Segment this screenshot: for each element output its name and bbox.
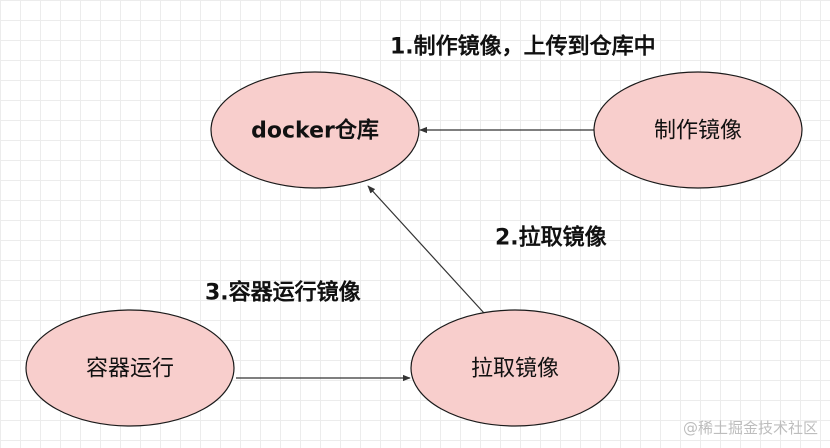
node-make-image-label: 制作镜像: [654, 119, 742, 144]
step-1-label: 1.制作镜像，上传到仓库中: [390, 34, 656, 60]
node-run-container-label: 容器运行: [86, 357, 174, 382]
node-pull-image: 拉取镜像: [410, 309, 620, 427]
node-make-image: 制作镜像: [593, 71, 803, 189]
step-3-label: 3.容器运行镜像: [205, 280, 362, 306]
node-docker-repo: docker仓库: [210, 71, 420, 189]
node-pull-image-label: 拉取镜像: [471, 357, 559, 382]
node-run-container: 容器运行: [25, 309, 235, 427]
step-2-label: 2.拉取镜像: [495, 225, 608, 251]
arrow-pull-to-repo: [367, 185, 485, 314]
node-docker-repo-label: docker仓库: [251, 118, 379, 144]
watermark-text: @稀土掘金技术社区: [683, 419, 818, 437]
